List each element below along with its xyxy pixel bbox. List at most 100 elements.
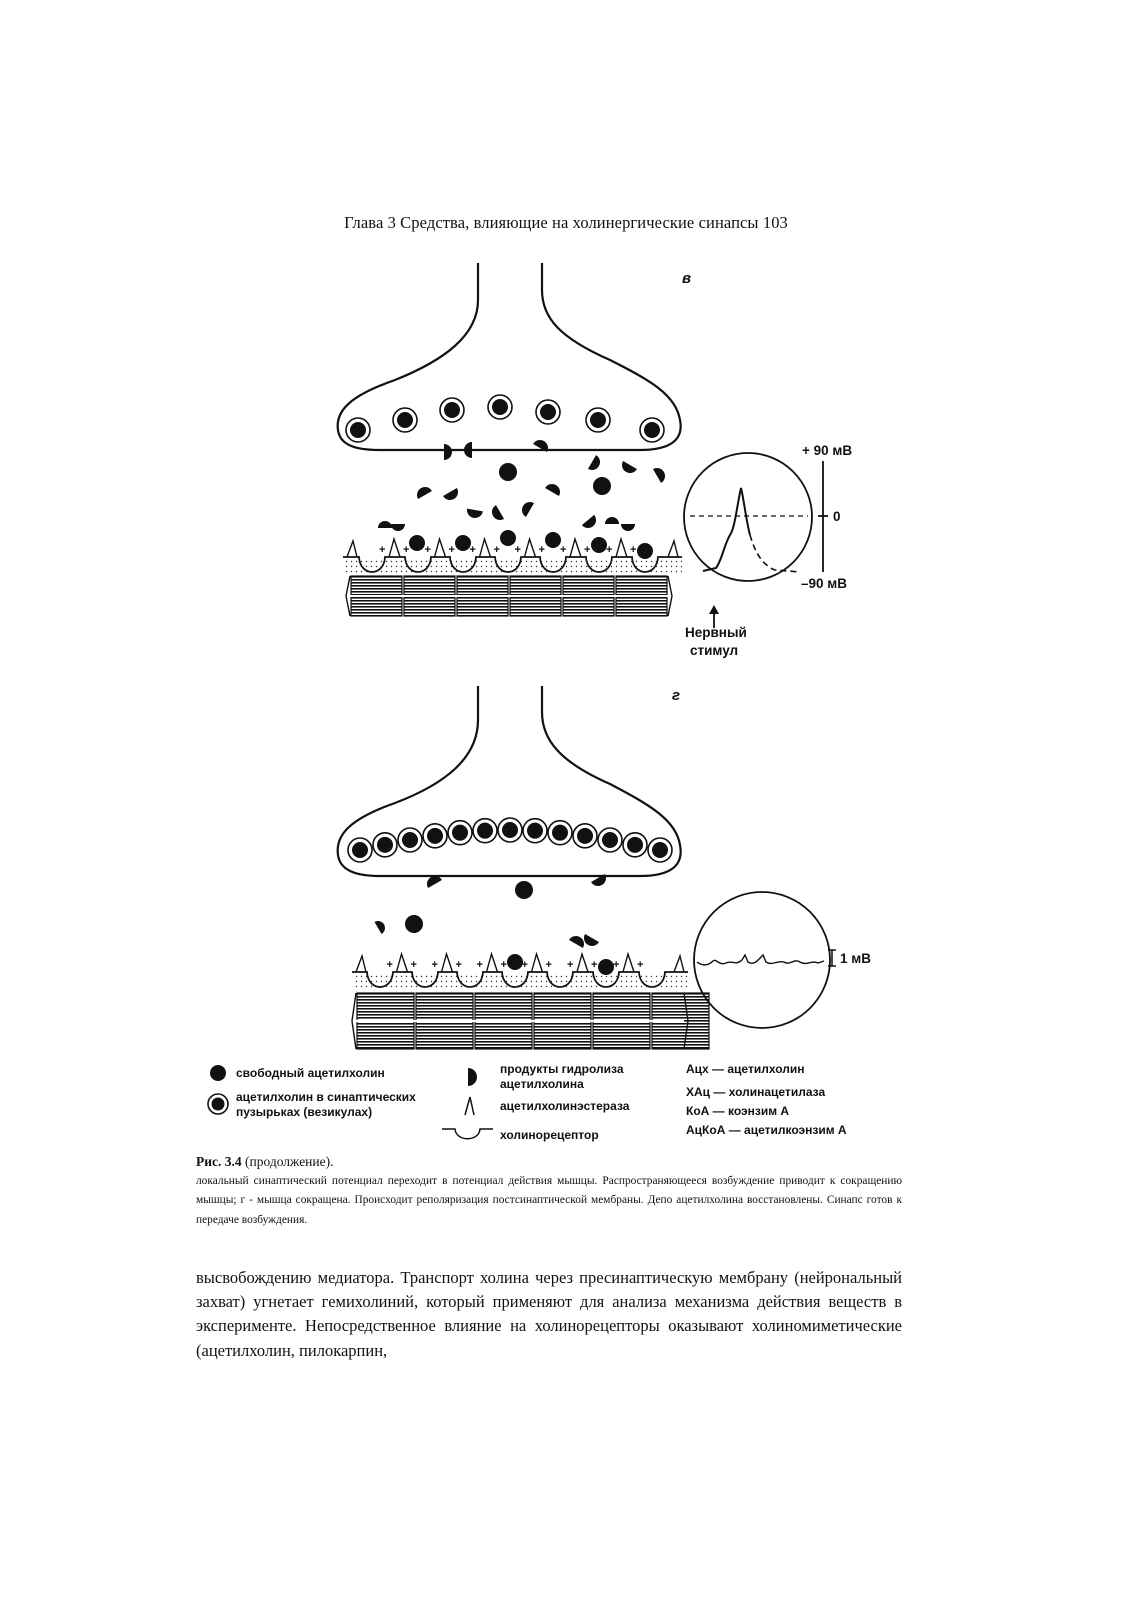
hydrolysis-fragment [443, 488, 458, 500]
muscle-fiber-v [345, 575, 673, 617]
scale-top-label: + 90 мВ [802, 443, 852, 458]
hydrolysis-fragment [374, 921, 385, 935]
stimulus-label-1: Нервный [685, 625, 747, 640]
running-head: Глава 3 Средства, влияющие на холинергич… [344, 213, 788, 232]
scale-zero-label: 0 [833, 509, 841, 524]
scale-bottom-label: –90 мВ [801, 576, 847, 591]
vesicle-core [444, 402, 460, 418]
legend-vesicle-line2: пузырьках (везикулах) [236, 1105, 372, 1119]
charge-sign: + [515, 544, 521, 556]
hydrolysis-fragment [605, 517, 619, 524]
legend-vesicle-line1: ацетилхолин в синаптических [236, 1090, 416, 1104]
charge-sign: + [379, 544, 385, 556]
vesicle-core [652, 842, 668, 858]
hydrolysis-fragment [427, 876, 442, 888]
cholinesterase [576, 951, 589, 973]
hydrolysis-fragment [621, 524, 635, 531]
charge-sign: + [501, 959, 507, 971]
miniature-potential-trace [696, 953, 825, 966]
panel-v: в ++++++++++++ + 90 мВ 0 –90 мВ Нервный … [336, 263, 852, 658]
fiber-end [683, 992, 689, 1050]
legend: свободный ацетилхолин ацетилхолин в сина… [207, 1062, 847, 1142]
vesicle-core [492, 399, 508, 415]
free-ach [637, 543, 653, 559]
charge-sign: + [403, 544, 409, 556]
vesicle-core [552, 824, 568, 841]
charge-sign: + [637, 959, 643, 971]
legend-hydrolysis-icon [468, 1068, 477, 1086]
cholinesterase [622, 951, 635, 973]
free-ach [405, 915, 423, 933]
charge-sign: + [432, 959, 438, 971]
charge-sign: + [560, 544, 566, 556]
hydrolysis-fragment [378, 521, 392, 528]
charge-sign: + [606, 544, 612, 556]
hydrolysis-fragment [464, 442, 472, 458]
cholinesterase [395, 951, 409, 973]
cholinesterase [667, 538, 679, 558]
vesicle-core [377, 836, 393, 853]
legend-receptor-icon [442, 1128, 493, 1140]
synaptic-cleft-stipple [343, 559, 682, 575]
charge-sign: + [539, 544, 545, 556]
cholinesterase [615, 536, 628, 558]
free-ach [598, 959, 614, 975]
hydrolysis-products-g [374, 874, 606, 948]
oscilloscope-v [683, 452, 813, 582]
charge-sign: + [387, 959, 393, 971]
vesicle-core [477, 822, 493, 839]
fiber-end [345, 575, 351, 617]
hydrolysis-fragment [533, 440, 548, 452]
charge-sign: + [449, 544, 455, 556]
vesicle-core [644, 422, 660, 438]
charge-sign: + [470, 544, 476, 556]
free-acetylcholine-g [405, 881, 614, 975]
vesicle-core [350, 422, 366, 438]
legend-vesicle-icon-core [211, 1097, 225, 1111]
charge-sign: + [546, 959, 552, 971]
hydrolysis-fragment [467, 508, 483, 518]
fiber-end [667, 575, 673, 617]
fiber-end [351, 992, 357, 1050]
cholinesterase [530, 951, 544, 973]
panel-g: г ++++++++++++ 1 мВ [336, 686, 871, 1050]
free-ach [500, 530, 516, 546]
legend-esterase: ацетилхолинэстераза [500, 1099, 630, 1113]
free-acetylcholine-v [409, 463, 653, 559]
charge-sign: + [584, 544, 590, 556]
free-ach [593, 477, 611, 495]
hydrolysis-fragment [588, 455, 600, 470]
hydrolysis-fragment [444, 444, 452, 460]
free-ach [499, 463, 517, 481]
legend-receptor: холинорецептор [500, 1128, 599, 1142]
charge-sign: + [591, 959, 597, 971]
charge-sign: + [411, 959, 417, 971]
vesicle-core [627, 836, 643, 853]
charge-sign: + [613, 959, 619, 971]
vesicle-core [452, 824, 468, 841]
scale-1mv-label: 1 мВ [840, 951, 871, 966]
hydrolysis-fragment [522, 502, 534, 517]
legend-hydrolysis-line2: ацетилхолина [500, 1077, 584, 1091]
vesicle-core [540, 404, 556, 420]
vesicle-core [397, 412, 413, 428]
repolarization-trace [749, 534, 801, 573]
charge-sign: + [477, 959, 483, 971]
free-ach [591, 537, 607, 553]
panel-g-letter: г [672, 687, 680, 704]
hydrolysis-fragment [391, 524, 405, 531]
hydrolysis-fragment [591, 874, 606, 886]
hydrolysis-fragment [653, 468, 665, 483]
figure-caption: Рис. 3.4 (продолжение). локальный синапт… [196, 1152, 902, 1230]
cholinesterase [355, 953, 367, 973]
cholinesterase [388, 536, 401, 558]
legend-hydrolysis-line1: продукты гидролиза [500, 1062, 624, 1076]
caption-label-suffix: (продолжение). [241, 1154, 334, 1169]
cholinesterase [478, 536, 492, 558]
vesicle-core [527, 822, 543, 839]
synaptic-cleft-stipple [352, 974, 688, 990]
hydrolysis-products-v [378, 440, 665, 531]
vesicles-g [347, 817, 673, 863]
vesicle-core [602, 832, 618, 848]
vesicle-core [352, 842, 368, 858]
